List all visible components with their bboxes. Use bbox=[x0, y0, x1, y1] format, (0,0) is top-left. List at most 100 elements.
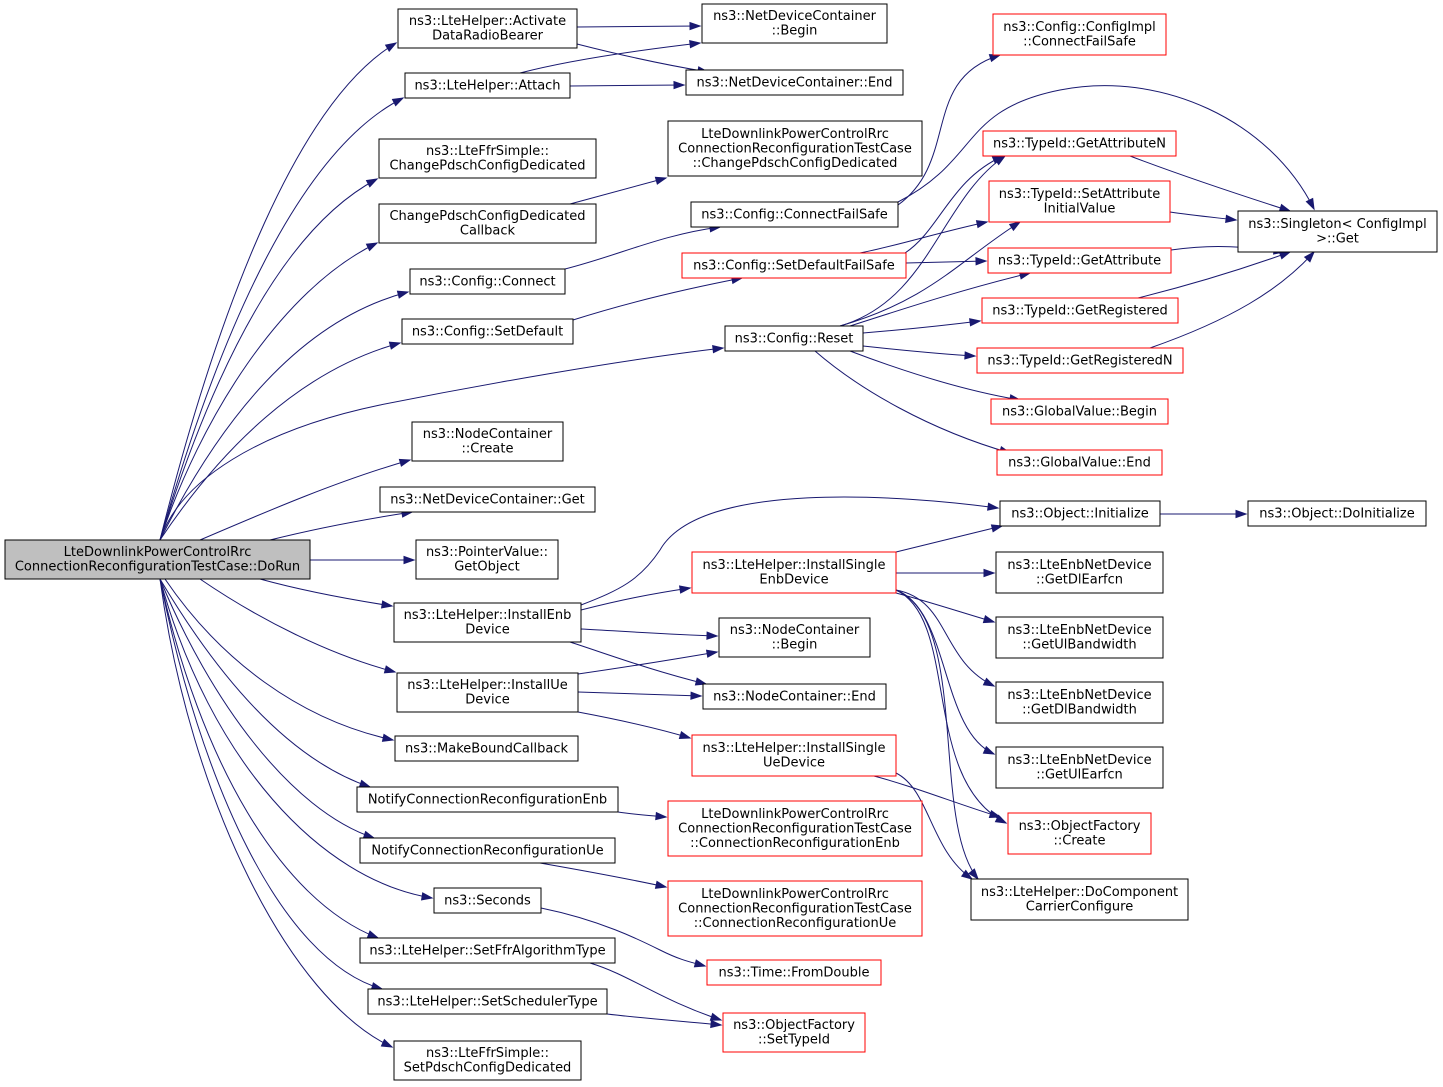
node-label-line: ns3::LteHelper::SetFfrAlgorithmType bbox=[369, 943, 605, 958]
node-root[interactable]: LteDownlinkPowerControlRrcConnectionReco… bbox=[4, 539, 311, 580]
node-label-line: LteDownlinkPowerControlRrc bbox=[64, 545, 252, 560]
edge-cfg_setdefaultfailsafe-to-tid_getattr bbox=[905, 257, 988, 266]
node-label-line: ns3::LteEnbNetDevice bbox=[1007, 558, 1151, 573]
node-make-cb[interactable]: ns3::MakeBoundCallback bbox=[394, 735, 579, 762]
node-label-line: ns3::LteHelper::SetSchedulerType bbox=[377, 994, 597, 1009]
node-label-line: ns3::Config::Reset bbox=[735, 331, 854, 346]
edge-install_single_enb-to-docc bbox=[895, 589, 979, 881]
node-label-line: ns3::NodeContainer::End bbox=[713, 689, 876, 704]
node-tid-getattr[interactable]: ns3::TypeId::GetAttribute bbox=[987, 247, 1172, 274]
node-tc-change[interactable]: LteDownlinkPowerControlRrcConnectionReco… bbox=[667, 120, 923, 177]
edge-install_single_enb-to-enb_getdlbw bbox=[895, 589, 996, 687]
edge-root-to-set_ffr bbox=[159, 578, 380, 939]
node-label-line: ns3::LteFfrSimple:: bbox=[426, 144, 549, 159]
node-docc[interactable]: ns3::LteHelper::DoComponentCarrierConfig… bbox=[970, 878, 1189, 921]
edge-cfg_setdefault-to-cfg_setdefaultfailsafe bbox=[572, 275, 744, 321]
node-label-line: ChangePdschConfigDedicated bbox=[389, 209, 585, 224]
edge-root-to-ffr_change bbox=[159, 178, 379, 541]
node-cfg-setdefault[interactable]: ns3::Config::SetDefault bbox=[401, 318, 574, 345]
node-label-line: ns3::Seconds bbox=[444, 893, 531, 908]
edge-tid_getregn-to-singleton bbox=[1149, 250, 1316, 349]
node-enb-getdlearfcn[interactable]: ns3::LteEnbNetDevice::GetDlEarfcn bbox=[995, 551, 1164, 594]
node-label-line: LteDownlinkPowerControlRrc bbox=[701, 887, 889, 902]
node-label-line: ns3::LteHelper::InstallSingle bbox=[703, 558, 886, 573]
node-gv-begin[interactable]: ns3::GlobalValue::Begin bbox=[990, 398, 1169, 425]
node-nc-end[interactable]: ns3::NodeContainer::End bbox=[702, 683, 887, 710]
node-tid-getreg[interactable]: ns3::TypeId::GetRegistered bbox=[981, 297, 1179, 324]
node-cfgimpl-cfs[interactable]: ns3::Config::ConfigImpl::ConnectFailSafe bbox=[992, 13, 1167, 56]
node-ffr-change[interactable]: ns3::LteFfrSimple::ChangePdschConfigDedi… bbox=[378, 138, 597, 179]
node-label-line: ns3::ObjectFactory bbox=[1019, 819, 1141, 834]
edge-cfg_reset-to-tid_getreg bbox=[862, 318, 982, 334]
edge-install_single_enb-to-enb_getdlearfcn bbox=[896, 568, 996, 578]
node-seconds[interactable]: ns3::Seconds bbox=[433, 887, 542, 914]
node-label-line: ns3::Object::Initialize bbox=[1011, 506, 1149, 521]
node-label-line: UeDevice bbox=[763, 756, 825, 771]
node-enb-getdlbw[interactable]: ns3::LteEnbNetDevice::GetDlBandwidth bbox=[995, 681, 1164, 724]
node-tid-getattrn[interactable]: ns3::TypeId::GetAttributeN bbox=[982, 130, 1177, 157]
node-label-line: ns3::LteHelper::Attach bbox=[414, 78, 560, 93]
edge-install_enb-to-nc_end bbox=[569, 641, 708, 686]
node-of-create[interactable]: ns3::ObjectFactory::Create bbox=[1007, 812, 1152, 855]
node-ndc-begin[interactable]: ns3::NetDeviceContainer::Begin bbox=[701, 3, 888, 44]
node-label-line: ns3::Object::DoInitialize bbox=[1259, 506, 1415, 521]
node-of-settypeid[interactable]: ns3::ObjectFactory::SetTypeId bbox=[722, 1012, 866, 1053]
node-label-line: ns3::LteEnbNetDevice bbox=[1007, 623, 1151, 638]
edge-notify_enb-to-tc_notify_enb bbox=[617, 811, 668, 821]
edge-root-to-set_sched bbox=[159, 578, 384, 991]
edge-install_single_enb-to-enb_getulbw bbox=[895, 592, 996, 624]
node-singleton[interactable]: ns3::Singleton< ConfigImpl>::Get bbox=[1237, 210, 1438, 253]
node-label-line: ns3::LteHelper::DoComponent bbox=[981, 885, 1178, 900]
node-label-line: ns3::Config::ConfigImpl bbox=[1003, 20, 1156, 35]
node-notify-ue[interactable]: NotifyConnectionReconfigurationUe bbox=[359, 837, 616, 864]
node-label-line: ::GetDlEarfcn bbox=[1036, 573, 1123, 588]
node-cfg-reset[interactable]: ns3::Config::Reset bbox=[724, 325, 864, 352]
edge-root-to-change_cb bbox=[159, 242, 379, 541]
node-cfg-connectfailsafe[interactable]: ns3::Config::ConnectFailSafe bbox=[690, 201, 899, 228]
node-tc-notify-enb[interactable]: LteDownlinkPowerControlRrcConnectionReco… bbox=[667, 800, 923, 857]
node-label-line: ns3::TypeId::GetRegistered bbox=[992, 303, 1167, 318]
edge-set_sched-to-of_settypeid bbox=[606, 1013, 723, 1029]
node-enb-getulbw[interactable]: ns3::LteEnbNetDevice::GetUlBandwidth bbox=[995, 616, 1164, 659]
node-cfg-setdefaultfailsafe[interactable]: ns3::Config::SetDefaultFailSafe bbox=[681, 252, 907, 279]
node-label-line: ::ChangePdschConfigDedicated bbox=[693, 156, 898, 171]
node-tid-getregn[interactable]: ns3::TypeId::GetRegisteredN bbox=[976, 347, 1184, 374]
edge-root-to-pv_getobject bbox=[310, 555, 416, 565]
node-label-line: ::ConnectionReconfigurationEnb bbox=[690, 836, 900, 851]
node-time-fromdouble[interactable]: ns3::Time::FromDouble bbox=[706, 959, 882, 986]
node-label-line: ::ConnectionReconfigurationUe bbox=[694, 916, 897, 931]
node-nc-create[interactable]: ns3::NodeContainer::Create bbox=[411, 421, 564, 462]
edge-seconds-to-time_fromdouble bbox=[540, 907, 707, 968]
edge-root-to-cfg_connect bbox=[159, 290, 410, 541]
node-cfg-connect[interactable]: ns3::Config::Connect bbox=[409, 268, 566, 295]
edge-cfg_reset-to-tid_setattrinit bbox=[839, 221, 1022, 327]
node-ndc-end[interactable]: ns3::NetDeviceContainer::End bbox=[685, 69, 904, 96]
node-tc-notify-ue[interactable]: LteDownlinkPowerControlRrcConnectionReco… bbox=[667, 880, 923, 937]
node-label-line: Callback bbox=[460, 224, 516, 239]
node-pv-getobject[interactable]: ns3::PointerValue::GetObject bbox=[415, 539, 559, 580]
node-notify-enb[interactable]: NotifyConnectionReconfigurationEnb bbox=[356, 786, 619, 813]
node-label-line: NotifyConnectionReconfigurationUe bbox=[371, 843, 603, 858]
node-obj-init[interactable]: ns3::Object::Initialize bbox=[999, 500, 1161, 527]
edge-install_single_enb-to-obj_init bbox=[895, 524, 1004, 553]
node-nc-begin[interactable]: ns3::NodeContainer::Begin bbox=[718, 617, 871, 658]
node-set-sched[interactable]: ns3::LteHelper::SetSchedulerType bbox=[367, 988, 608, 1015]
node-set-ffr[interactable]: ns3::LteHelper::SetFfrAlgorithmType bbox=[359, 937, 616, 964]
node-obj-doinit[interactable]: ns3::Object::DoInitialize bbox=[1247, 500, 1427, 527]
node-gv-end[interactable]: ns3::GlobalValue::End bbox=[996, 449, 1163, 476]
node-attach[interactable]: ns3::LteHelper::Attach bbox=[404, 72, 571, 99]
edge-cfg_connectfailsafe-to-singleton bbox=[897, 85, 1315, 211]
node-enb-getulearfcn[interactable]: ns3::LteEnbNetDevice::GetUlEarfcn bbox=[995, 746, 1164, 789]
node-ndc-get[interactable]: ns3::NetDeviceContainer::Get bbox=[379, 486, 596, 513]
node-ffr-set[interactable]: ns3::LteFfrSimple::SetPdschConfigDedicat… bbox=[393, 1040, 582, 1081]
edge-cfg_reset-to-tid_getattr bbox=[849, 271, 1032, 327]
edge-activate-to-ndc_end bbox=[576, 43, 710, 75]
edge-attach-to-ndc_begin bbox=[519, 40, 702, 74]
